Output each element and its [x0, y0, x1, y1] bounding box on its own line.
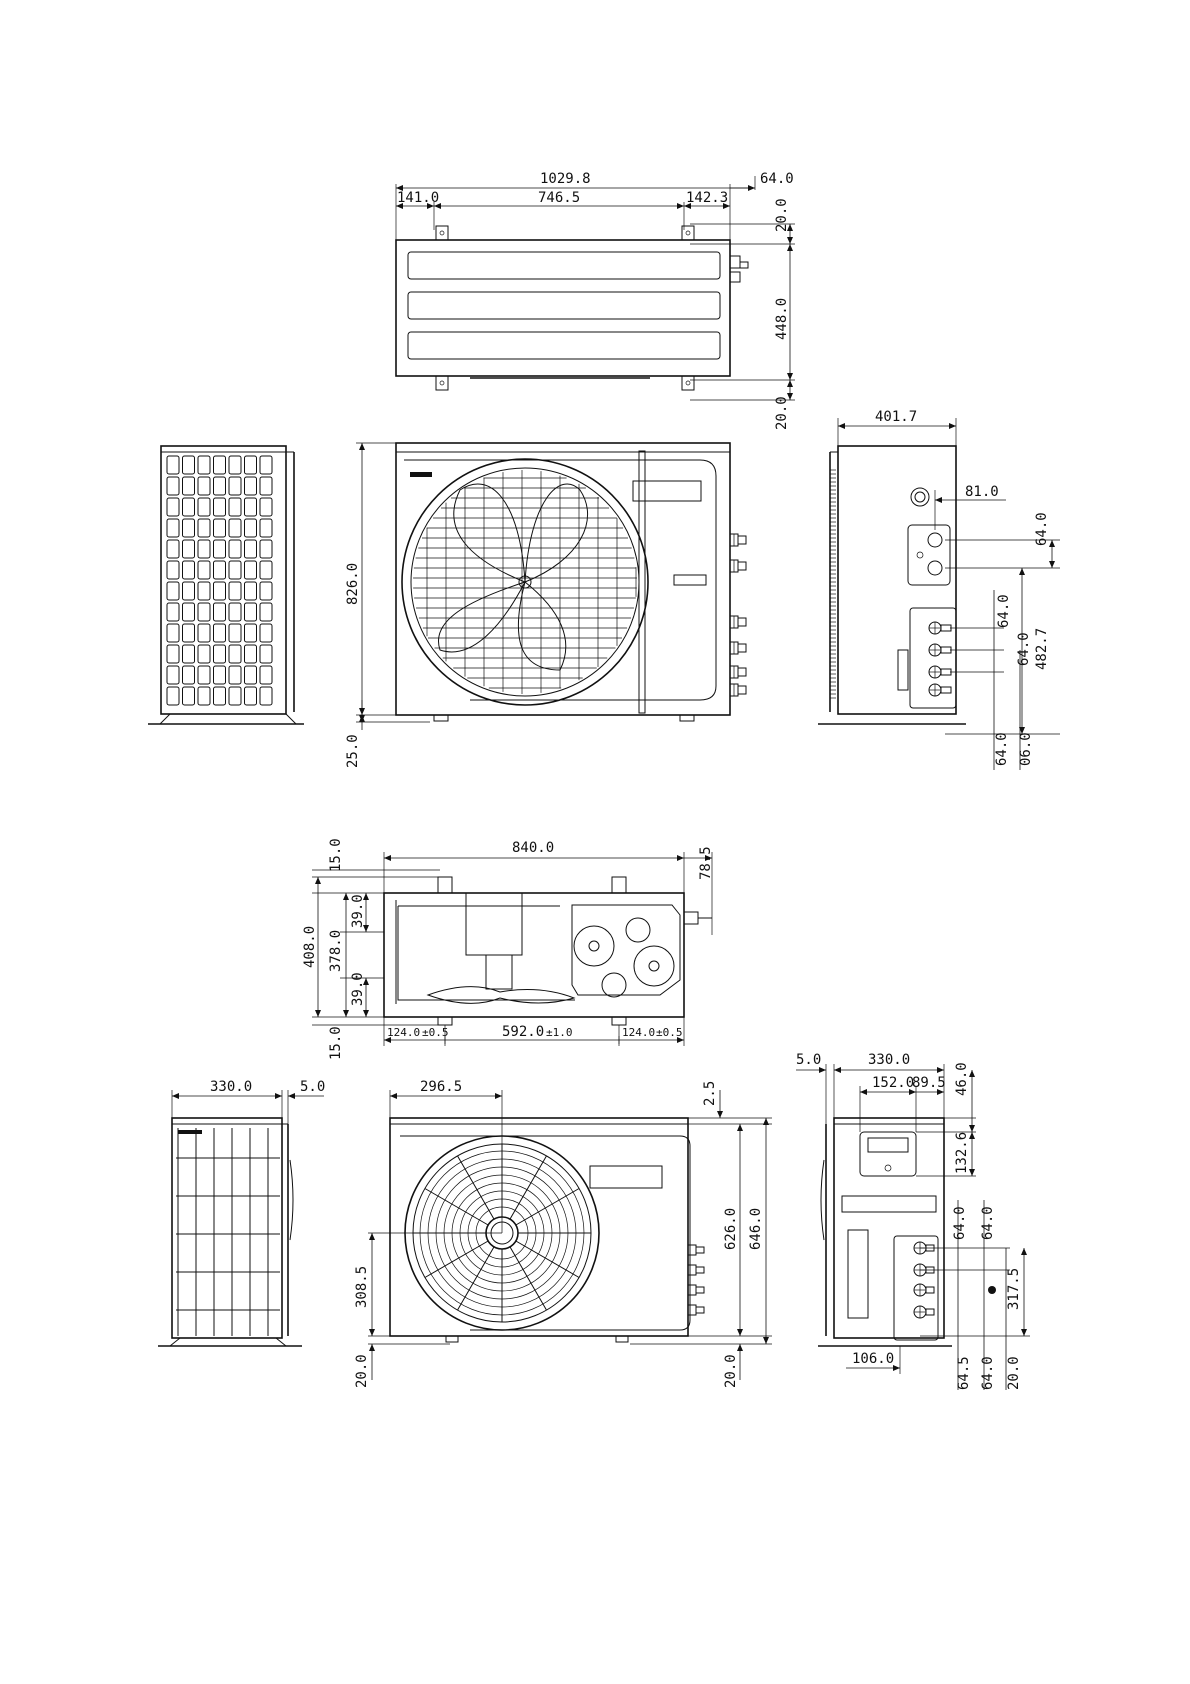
unit1-right-view: 401.7 81.0 64.0 482.7 64.0 64.0 64.0 06.…: [818, 409, 1060, 770]
dim2-foot-spacing: 592.0: [502, 1024, 544, 1040]
dim2-width: 840.0: [512, 840, 554, 856]
dim2-margin-top: 39.0: [350, 894, 366, 928]
dim2-pitch-b: 64.0: [980, 1206, 996, 1240]
dim-right-offset: 142.3: [686, 190, 728, 206]
dim2-port-height: 317.5: [1006, 1268, 1022, 1310]
unit2-front-view: 296.5 308.5 20.0 2.5 626.0 646.0 20.0: [354, 1079, 772, 1388]
dim2-right-depth: 330.0: [868, 1052, 910, 1068]
dim2-foot-bottom: 15.0: [328, 1026, 344, 1060]
dim-foot-depth-bottom: 20.0: [774, 396, 790, 430]
dim2-bottom-a: 64.5: [956, 1356, 972, 1390]
dim-depth: 448.0: [774, 298, 790, 340]
dim2-panel-w: 89.5: [912, 1075, 946, 1091]
dim2-body-height: 626.0: [723, 1208, 739, 1250]
dim-port-offset: 81.0: [965, 484, 999, 500]
dim-bottom-pitch: 64.0: [994, 732, 1010, 766]
dim2-pitch-a: 64.0: [952, 1206, 968, 1240]
dim2-fan-center-height: 308.5: [354, 1266, 370, 1308]
dim-bottom-offset: 06.0: [1018, 732, 1034, 766]
unit2-left-view: 330.0 5.0: [158, 1079, 325, 1346]
dim2-foot-right: 20.0: [723, 1354, 739, 1388]
dim2-bottom-b: 64.0: [980, 1356, 996, 1390]
dim2-top-gap: 46.0: [954, 1062, 970, 1096]
dim2-right-tol: ±0.5: [656, 1026, 683, 1039]
dim2-foot-left: 20.0: [354, 1354, 370, 1388]
dim2-bottom-c: 20.0: [1006, 1356, 1022, 1390]
dim-port-height: 482.7: [1034, 628, 1050, 670]
dim2-left-offset: 124.0: [387, 1026, 420, 1039]
unit2-right-view: 5.0 330.0 152.0 89.5 46.0 132.6 64.0 64.…: [796, 1052, 1030, 1390]
unit2-top-view: 840.0 78.5 15.0 408.0 378.0 39.0 39.0 15…: [302, 838, 714, 1060]
dim2-valve-projection: 78.5: [698, 846, 714, 880]
dim-pitch-top: 64.0: [1034, 512, 1050, 546]
dim-left-offset: 141.0: [397, 190, 439, 206]
dim2-foot-top: 15.0: [328, 838, 344, 872]
dim-pitch-a: 64.0: [996, 594, 1012, 628]
dim2-base-offset: 106.0: [852, 1351, 894, 1367]
dim-valve-projection: 64.0: [760, 171, 794, 187]
dim-overall-width: 1029.8: [540, 171, 591, 187]
dim2-left-tol: ±0.5: [422, 1026, 449, 1039]
dim2-fan-center-x: 296.5: [420, 1079, 462, 1095]
dim2-left-depth: 330.0: [210, 1079, 252, 1095]
dim2-right-offset: 124.0: [622, 1026, 655, 1039]
dim2-top-offset: 2.5: [702, 1081, 718, 1106]
dim2-inner-depth: 378.0: [328, 930, 344, 972]
dim-foot-height: 25.0: [345, 734, 361, 768]
dim2-right-offset-5: 5.0: [796, 1052, 821, 1068]
dim-right-depth: 401.7: [875, 409, 917, 425]
dim2-panel-h: 132.6: [954, 1132, 970, 1174]
dim2-panel-x: 152.0: [872, 1075, 914, 1091]
dim2-left-offset-5: 5.0: [300, 1079, 325, 1095]
unit1-left-view: [148, 446, 304, 724]
dim2-overall-height: 646.0: [748, 1208, 764, 1250]
dim2-margin-bottom: 39.0: [350, 972, 366, 1006]
dim-height: 826.0: [345, 563, 361, 605]
dim2-spacing-tol: ±1.0: [546, 1026, 573, 1039]
dim-pitch-b: 64.0: [1016, 632, 1032, 666]
dim2-depth: 408.0: [302, 926, 318, 968]
unit1-front-view: 826.0 25.0: [345, 443, 746, 768]
unit1-top-view: 1029.8 141.0 746.5 142.3 64.0 20.0 448.0…: [396, 171, 795, 430]
dim-foot-depth-top: 20.0: [774, 198, 790, 232]
dim-foot-spacing: 746.5: [538, 190, 580, 206]
